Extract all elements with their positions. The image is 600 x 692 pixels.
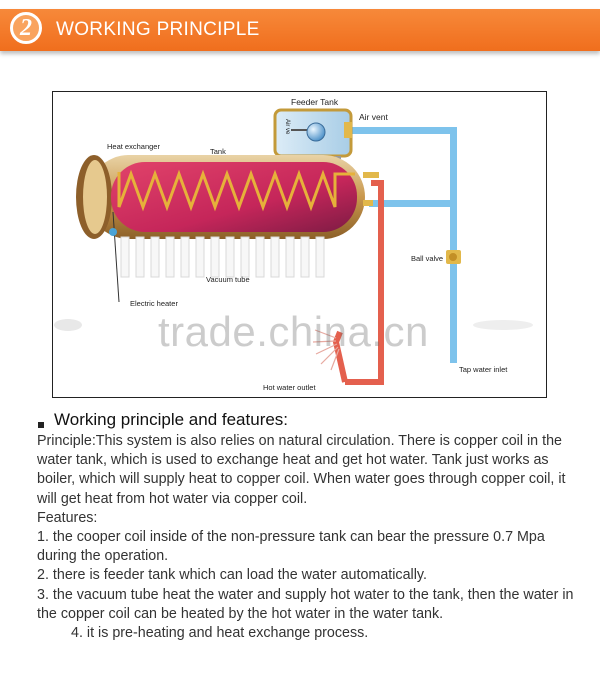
paragraph-principle: Principle:This system is also relies on … [37, 433, 566, 507]
label-electric-heater: Electric heater [130, 299, 178, 308]
banner-title: WORKING PRINCIPLE [56, 19, 260, 40]
electric-heater [109, 211, 120, 303]
label-feeder-tank: Feeder Tank [291, 97, 339, 107]
label-tap-water-inlet: Tap water inlet [459, 365, 508, 374]
section-banner: 2 WORKING PRINCIPLE [0, 9, 600, 51]
label-air-vent: Air vent [359, 112, 388, 122]
principle-text: Principle:This system is also relies on … [37, 432, 585, 643]
paragraph-feature-4: 4. it is pre-heating and heat exchange p… [71, 625, 369, 642]
hot-water-pipe [332, 180, 384, 385]
vacuum-tubes [120, 236, 325, 278]
cold-water-pipes [348, 127, 457, 363]
paragraph-feature-2: 2. there is feeder tank which can load t… [37, 567, 427, 584]
paragraph-features-label: Features: [37, 509, 98, 526]
paragraph-feature-1: 1. the cooper coil inside of the non-pre… [37, 529, 545, 565]
bullet-square-icon [38, 422, 44, 428]
section-title: Working principle and features: [54, 410, 289, 429]
section-heading: Working principle and features: [38, 410, 288, 430]
copper-coil [117, 169, 355, 212]
feeder-tank [273, 108, 353, 164]
label-feeder-side: Air ve [284, 119, 290, 135]
step-badge: 2 [10, 12, 42, 44]
system-diagram-svg: Feeder Tank Air vent Air ve Heat exchang… [54, 97, 533, 392]
ball-valve-icon [446, 250, 461, 264]
paragraph-feature-3: 3. the vacuum tube heat the water and su… [37, 586, 574, 622]
watermark: trade.china.cn [158, 308, 429, 355]
hot-water-spray [312, 329, 340, 371]
working-principle-diagram: Feeder Tank Air vent Air ve Heat exchang… [52, 91, 547, 398]
label-ball-valve: Ball valve [411, 254, 443, 263]
label-hot-water-outlet: Hot water outlet [263, 383, 316, 392]
label-tank: Tank [210, 147, 226, 156]
label-vacuum-tube: Vacuum tube [206, 275, 250, 284]
label-heat-exchanger: Heat exchanger [107, 142, 160, 151]
